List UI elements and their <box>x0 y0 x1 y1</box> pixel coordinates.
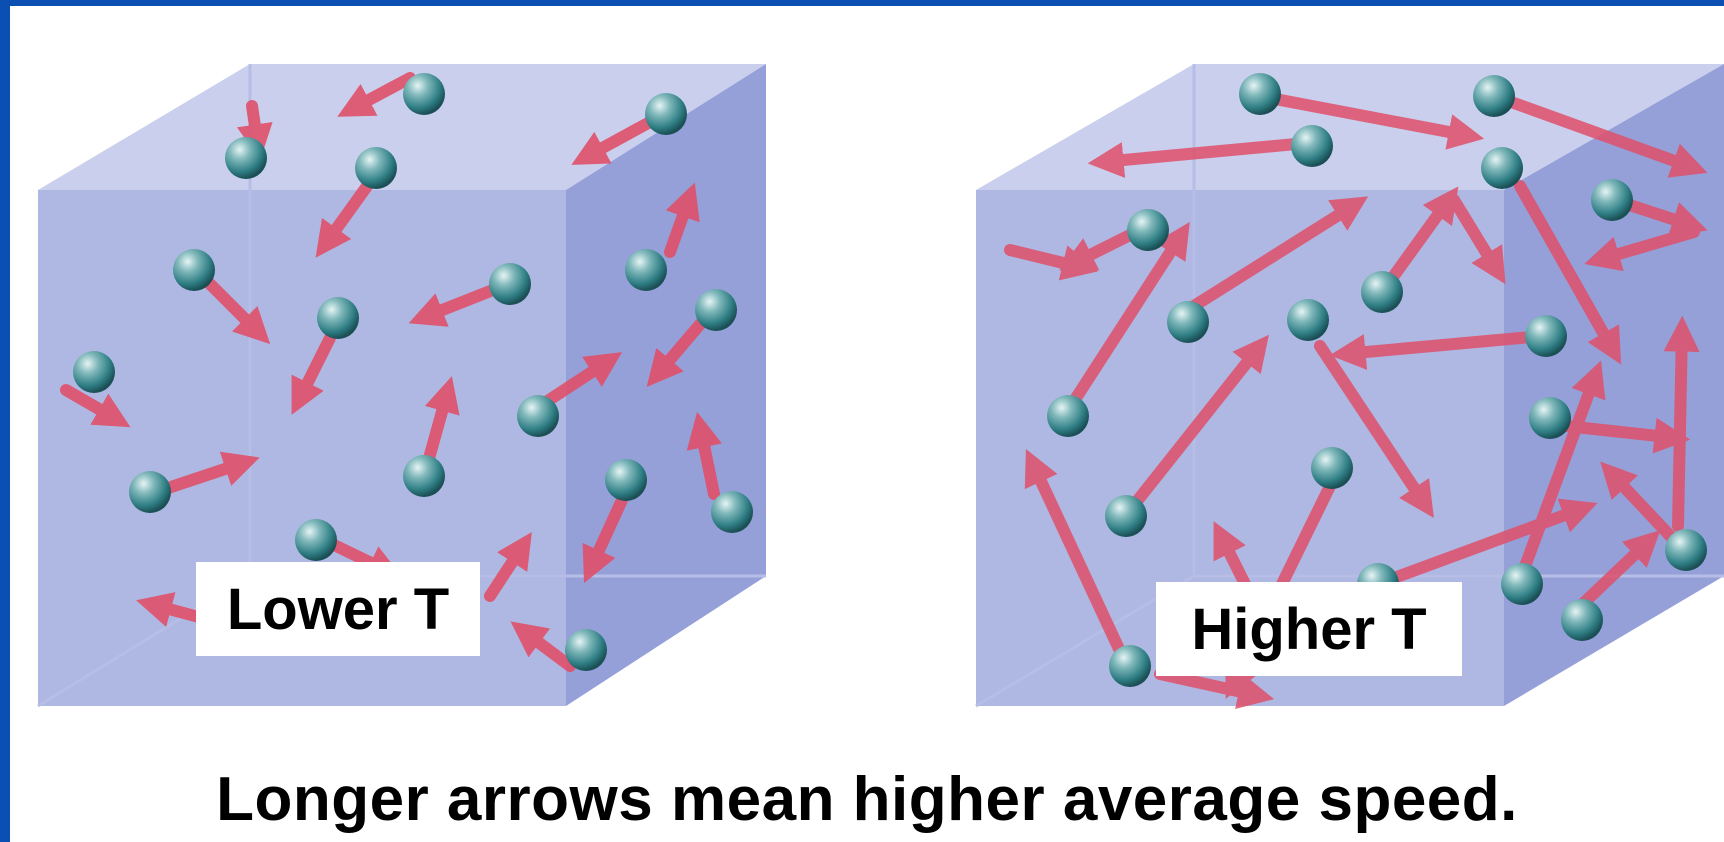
gas-particle <box>565 629 607 671</box>
gas-particle <box>1047 395 1089 437</box>
gas-particle <box>1525 315 1567 357</box>
velocity-arrow <box>200 274 271 345</box>
velocity-arrow <box>1087 138 1302 178</box>
gas-particle <box>645 93 687 135</box>
velocity-arrow <box>1024 448 1132 670</box>
gas-particle <box>1665 529 1707 571</box>
gas-particle <box>225 137 267 179</box>
figure-frame: Lower T Higher T Longer arrows mean high… <box>10 6 1724 842</box>
velocity-arrow <box>1600 461 1680 546</box>
gas-particle <box>1109 645 1151 687</box>
velocity-arrow <box>1663 315 1700 532</box>
gas-particle <box>1127 209 1169 251</box>
gas-particle <box>1311 447 1353 489</box>
velocity-arrow <box>1494 92 1708 178</box>
velocity-arrow <box>664 182 700 258</box>
velocity-arrow <box>315 176 376 258</box>
gas-particle <box>1167 301 1209 343</box>
lower-temperature-label: Lower T <box>196 562 480 656</box>
velocity-arrow <box>1070 221 1190 404</box>
gas-particle <box>1481 147 1523 189</box>
velocity-arrow <box>1188 196 1369 312</box>
velocity-arrow <box>1264 92 1485 150</box>
gas-particle <box>1561 599 1603 641</box>
gas-particle <box>605 459 647 501</box>
velocity-arrow <box>1584 226 1700 272</box>
kinetic-diagram <box>37 64 1724 709</box>
velocity-arrow <box>408 282 504 327</box>
velocity-arrow <box>1004 244 1098 281</box>
gas-particle <box>173 249 215 291</box>
velocity-arrow <box>1514 360 1606 586</box>
velocity-arrow <box>1154 668 1275 709</box>
gas-particle <box>1105 495 1147 537</box>
gas-particle <box>695 289 737 331</box>
velocity-arrow <box>1124 334 1269 516</box>
gas-particle <box>625 249 667 291</box>
velocity-arrow <box>1314 340 1434 519</box>
velocity-arrow <box>686 411 722 500</box>
gas-particle <box>1473 75 1515 117</box>
gas-particle <box>1291 125 1333 167</box>
gas-particle <box>1529 397 1571 439</box>
arrows-lower-t <box>60 72 722 672</box>
velocity-arrow <box>1382 186 1459 290</box>
velocity-arrow <box>156 451 260 496</box>
particles-higher-t <box>1047 73 1707 687</box>
velocity-arrow <box>646 316 708 387</box>
velocity-arrow <box>510 621 576 672</box>
gas-particle <box>711 491 753 533</box>
velocity-arrow <box>60 384 131 428</box>
figure-caption: Longer arrows mean higher average speed. <box>216 765 1518 834</box>
velocity-arrow <box>1448 194 1506 285</box>
velocity-arrow <box>1514 180 1622 365</box>
gas-particle <box>403 455 445 497</box>
particles-lower-t <box>73 73 753 671</box>
velocity-arrow <box>534 352 623 412</box>
gas-particle <box>1287 299 1329 341</box>
gas-particle <box>295 519 337 561</box>
gas-particle <box>517 395 559 437</box>
gas-particle <box>1239 73 1281 115</box>
velocity-arrow <box>422 376 460 468</box>
velocity-arrow <box>1388 498 1598 584</box>
gas-particle <box>129 471 171 513</box>
velocity-arrow <box>582 494 628 584</box>
gas-particle <box>355 147 397 189</box>
gas-particle <box>73 351 115 393</box>
gas-particle <box>403 73 445 115</box>
velocity-arrow <box>484 531 532 602</box>
velocity-arrow <box>1329 330 1548 370</box>
velocity-arrow <box>291 332 336 415</box>
gas-particle <box>1501 563 1543 605</box>
velocity-arrow <box>337 72 416 117</box>
gas-particle <box>1591 179 1633 221</box>
velocity-arrow <box>571 116 656 165</box>
velocity-arrow <box>1542 417 1691 454</box>
arrows-higher-t <box>1004 92 1708 709</box>
gas-particle <box>489 263 531 305</box>
gas-particle <box>1361 271 1403 313</box>
higher-temperature-label: Higher T <box>1156 582 1462 676</box>
gas-particle <box>317 297 359 339</box>
velocity-arrow <box>236 100 273 161</box>
